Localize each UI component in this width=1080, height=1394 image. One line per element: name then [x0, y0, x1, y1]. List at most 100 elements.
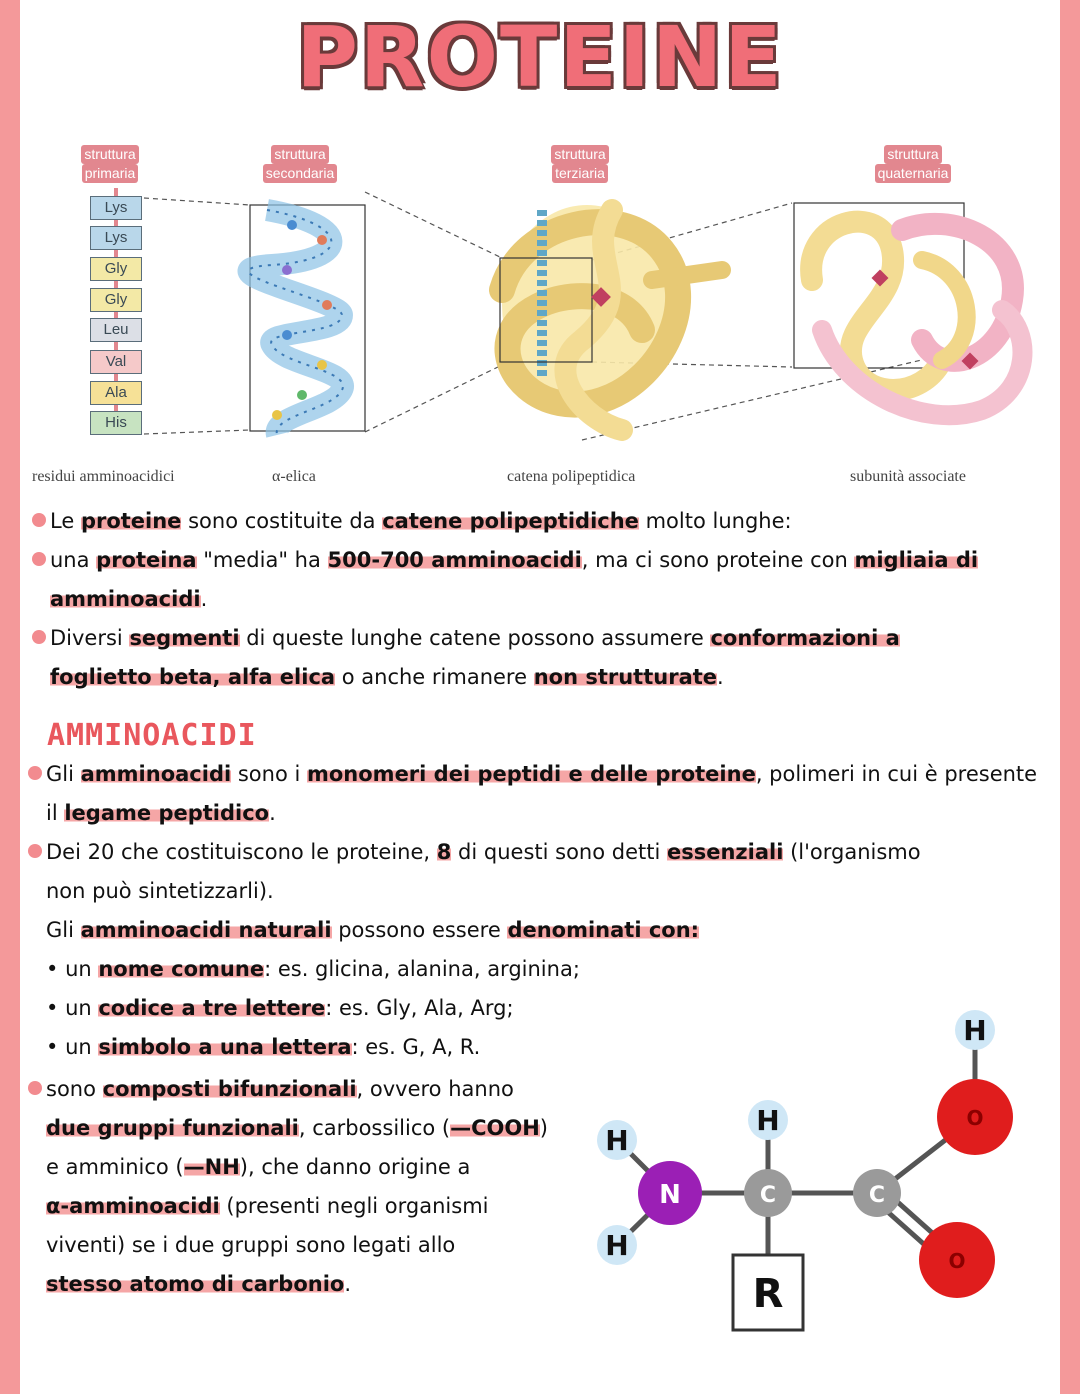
- text: .: [200, 587, 208, 611]
- list-bullet: •: [46, 957, 66, 981]
- highlight: proteine: [80, 509, 182, 533]
- naming-list-item-3: • un simbolo a una lettera: es. G, A, R.: [46, 1028, 1046, 1067]
- connector-lines: [143, 191, 965, 441]
- svg-text:R: R: [753, 1271, 784, 1317]
- text: "media" ha: [196, 548, 328, 572]
- highlight: denominati con:: [507, 918, 700, 942]
- label-line: terziaria: [552, 164, 608, 183]
- text: un: [65, 1035, 99, 1059]
- highlight: catene polipeptidiche: [382, 509, 639, 533]
- text: di queste lunghe catene possono assumere: [239, 626, 711, 650]
- highlight: amminoacidi: [80, 762, 232, 786]
- bonds: [615, 1030, 978, 1265]
- left-border: [0, 0, 20, 1394]
- text: sono i: [231, 762, 307, 786]
- text: Dei 20 che costituiscono le proteine,: [46, 840, 437, 864]
- atom-h-amine-top: H: [597, 1120, 637, 1160]
- bullet-dot: [32, 513, 46, 527]
- residue-box: Leu: [90, 318, 142, 342]
- text: Gli: [46, 918, 81, 942]
- label-line: struttura: [551, 145, 609, 164]
- text: sono: [46, 1077, 103, 1101]
- label-line: struttura: [81, 145, 139, 164]
- text: .: [269, 801, 276, 825]
- amino-acid-molecule: H H N C H C O H O R: [597, 1010, 1013, 1332]
- text: e amminico (: [46, 1155, 184, 1179]
- label-primary-structure: struttura primaria: [60, 145, 160, 183]
- text: una: [50, 548, 97, 572]
- residue-box: Lys: [90, 196, 142, 220]
- text: molto lunghe:: [638, 509, 792, 533]
- atom-carboxyl-carbon: C: [853, 1169, 901, 1217]
- amino-paragraph-4: sono composti bifunzionali, ovvero hanno…: [28, 1070, 588, 1304]
- highlight: nome comune: [98, 957, 265, 981]
- svg-text:H: H: [963, 1014, 986, 1047]
- svg-text:O: O: [948, 1249, 965, 1273]
- highlight: monomeri dei peptidi e delle proteine: [307, 762, 756, 786]
- text: di questi sono detti: [451, 840, 667, 864]
- highlight: proteina: [96, 548, 197, 572]
- text: non può sintetizzarli).: [46, 879, 274, 903]
- protein-structures-figure: [114, 188, 1033, 441]
- highlight: 500-700 amminoacidi: [327, 548, 582, 572]
- svg-text:C: C: [760, 1183, 776, 1208]
- svg-text:O: O: [966, 1106, 983, 1130]
- text: sono costituite da: [181, 509, 383, 533]
- residue-box: Val: [90, 350, 142, 374]
- highlight: essenziali: [666, 840, 784, 864]
- highlight: conformazioni a: [710, 626, 900, 650]
- caption-subunits: subunità associate: [850, 468, 966, 485]
- highlight: migliaia di: [854, 548, 979, 572]
- highlight: due gruppi funzionali: [46, 1116, 299, 1140]
- residue-box: Gly: [90, 288, 142, 312]
- amino-paragraph-3: Gli amminoacidi naturali possono essere …: [46, 911, 1046, 950]
- text: possono essere: [331, 918, 508, 942]
- highlight: —COOH: [450, 1116, 540, 1140]
- svg-text:H: H: [756, 1104, 779, 1137]
- bullet-dot: [28, 766, 42, 780]
- text: : es. glicina, alanina, arginina;: [264, 957, 580, 981]
- svg-text:C: C: [869, 1183, 885, 1208]
- text: il: [46, 801, 65, 825]
- text: Le: [50, 509, 81, 533]
- text: , carbossilico (: [298, 1116, 451, 1140]
- label-line: quaternaria: [874, 164, 952, 183]
- highlight: foglietto beta, alfa elica: [50, 665, 336, 689]
- text: .: [717, 665, 724, 689]
- atom-h-alpha: H: [748, 1100, 788, 1140]
- label-line: primaria: [81, 164, 139, 183]
- list-bullet: •: [46, 1035, 66, 1059]
- naming-list-item-2: • un codice a tre lettere: es. Gly, Ala,…: [46, 989, 1046, 1028]
- highlight: segmenti: [129, 626, 240, 650]
- label-quaternary-structure: struttura quaternaria: [858, 145, 968, 183]
- atom-h-amine-bottom: H: [597, 1225, 637, 1265]
- highlight: legame peptidico: [64, 801, 270, 825]
- text: un: [65, 996, 99, 1020]
- highlight: α-amminoacidi: [46, 1194, 220, 1218]
- highlight: —NH: [183, 1155, 240, 1179]
- highlight: 8: [436, 840, 452, 864]
- text: (l'organismo: [783, 840, 921, 864]
- svg-text:H: H: [605, 1124, 628, 1157]
- label-secondary-structure: struttura secondaria: [250, 145, 350, 183]
- text: , polimeri in cui è presente: [755, 762, 1038, 786]
- text: o anche rimanere: [335, 665, 534, 689]
- text: ), che danno origine a: [239, 1155, 471, 1179]
- text: Diversi: [50, 626, 130, 650]
- highlight: amminoacidi naturali: [80, 918, 332, 942]
- text: .: [344, 1272, 352, 1296]
- page-title: PROTEINE: [296, 8, 784, 106]
- alpha-helix: [237, 199, 354, 438]
- residue-box: Gly: [90, 257, 142, 281]
- highlight: composti bifunzionali: [102, 1077, 357, 1101]
- caption-polypeptide: catena polipeptidica: [507, 468, 636, 485]
- quaternary-assembly: [793, 202, 1033, 426]
- amino-paragraph-1: Gli amminoacidi sono i monomeri dei pept…: [28, 755, 1048, 833]
- text: (presenti negli organismi: [219, 1194, 489, 1218]
- section-title-amminoacidi: AMMINOACIDI: [47, 718, 257, 753]
- atom-oxygen-carbonyl: O: [919, 1222, 995, 1298]
- residue-box: Ala: [90, 381, 142, 405]
- intro-bullet-1: Le proteine sono costituite da catene po…: [32, 502, 1042, 541]
- highlight: stesso atomo di carbonio: [46, 1272, 345, 1296]
- residue-box: Lys: [90, 226, 142, 250]
